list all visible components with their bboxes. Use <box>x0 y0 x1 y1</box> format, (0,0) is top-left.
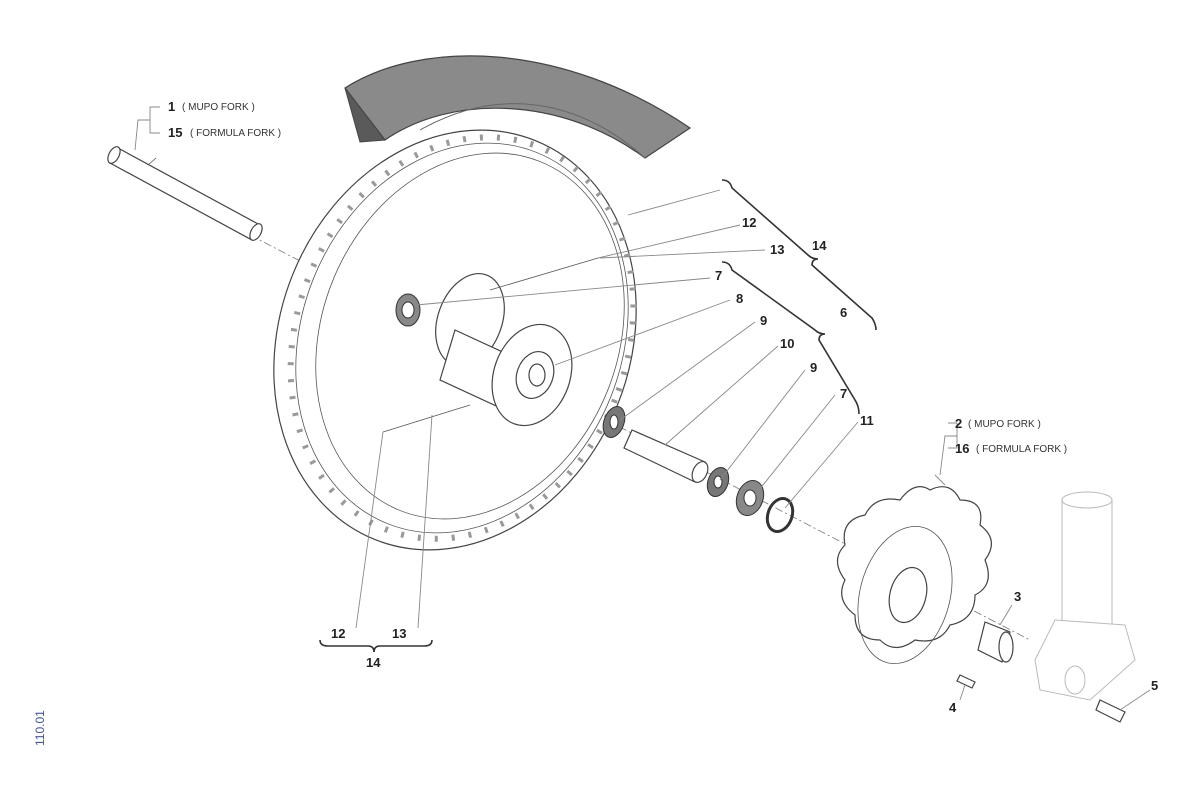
callout-13-bottom: 13 <box>392 626 406 641</box>
spoke-top <box>489 257 599 291</box>
callout-1: 1 <box>168 99 175 114</box>
washer-right <box>706 466 730 498</box>
callout-9-left: 9 <box>760 313 767 328</box>
callout-15: 15 <box>168 125 182 140</box>
callout-6: 6 <box>840 305 847 320</box>
hub-part <box>435 272 573 427</box>
disc-screw-part <box>956 674 976 689</box>
callout-10: 10 <box>780 336 794 351</box>
wheel-spacer-part <box>977 621 1014 663</box>
callout-13-top: 13 <box>770 242 784 257</box>
fork-leg-part <box>1034 491 1136 701</box>
brake-disc-part <box>836 486 992 665</box>
callout-14-top: 14 <box>812 238 827 253</box>
brace-wheel-group-top <box>721 179 877 331</box>
callout-14-bottom: 14 <box>366 655 381 670</box>
circlip-part <box>765 497 795 533</box>
washer-left <box>602 406 626 438</box>
callout-12-top: 12 <box>742 215 756 230</box>
callout-11: 11 <box>860 413 874 428</box>
callout-16: 16 <box>955 441 969 456</box>
bearing-right <box>735 480 765 516</box>
callout-9-right: 9 <box>810 360 817 375</box>
axle-bolt-part <box>1095 699 1126 723</box>
axle-part <box>107 146 263 241</box>
callout-2: 2 <box>955 416 962 431</box>
callout-7-right: 7 <box>840 386 847 401</box>
inner-spacer-part <box>623 429 709 483</box>
callout-1-note: ( MUPO FORK ) <box>182 102 255 113</box>
brace-hub-group <box>721 261 860 415</box>
callout-7-left: 7 <box>715 268 722 283</box>
callout-3: 3 <box>1014 589 1021 604</box>
tire-part <box>344 55 692 159</box>
callout-16-note: ( FORMULA FORK ) <box>976 444 1067 455</box>
diagram-reference-code: 110.01 <box>33 710 47 746</box>
callout-5: 5 <box>1151 678 1158 693</box>
callout-8: 8 <box>736 291 743 306</box>
callout-15-note: ( FORMULA FORK ) <box>190 128 281 139</box>
callout-4: 4 <box>949 700 957 715</box>
callout-2-note: ( MUPO FORK ) <box>968 419 1041 430</box>
bearing-left <box>395 293 421 327</box>
spoke-bottom <box>382 404 471 433</box>
callout-12-bottom: 12 <box>331 626 345 641</box>
brace-wheel-group-bottom <box>319 639 433 653</box>
leader-lines <box>134 106 1151 711</box>
